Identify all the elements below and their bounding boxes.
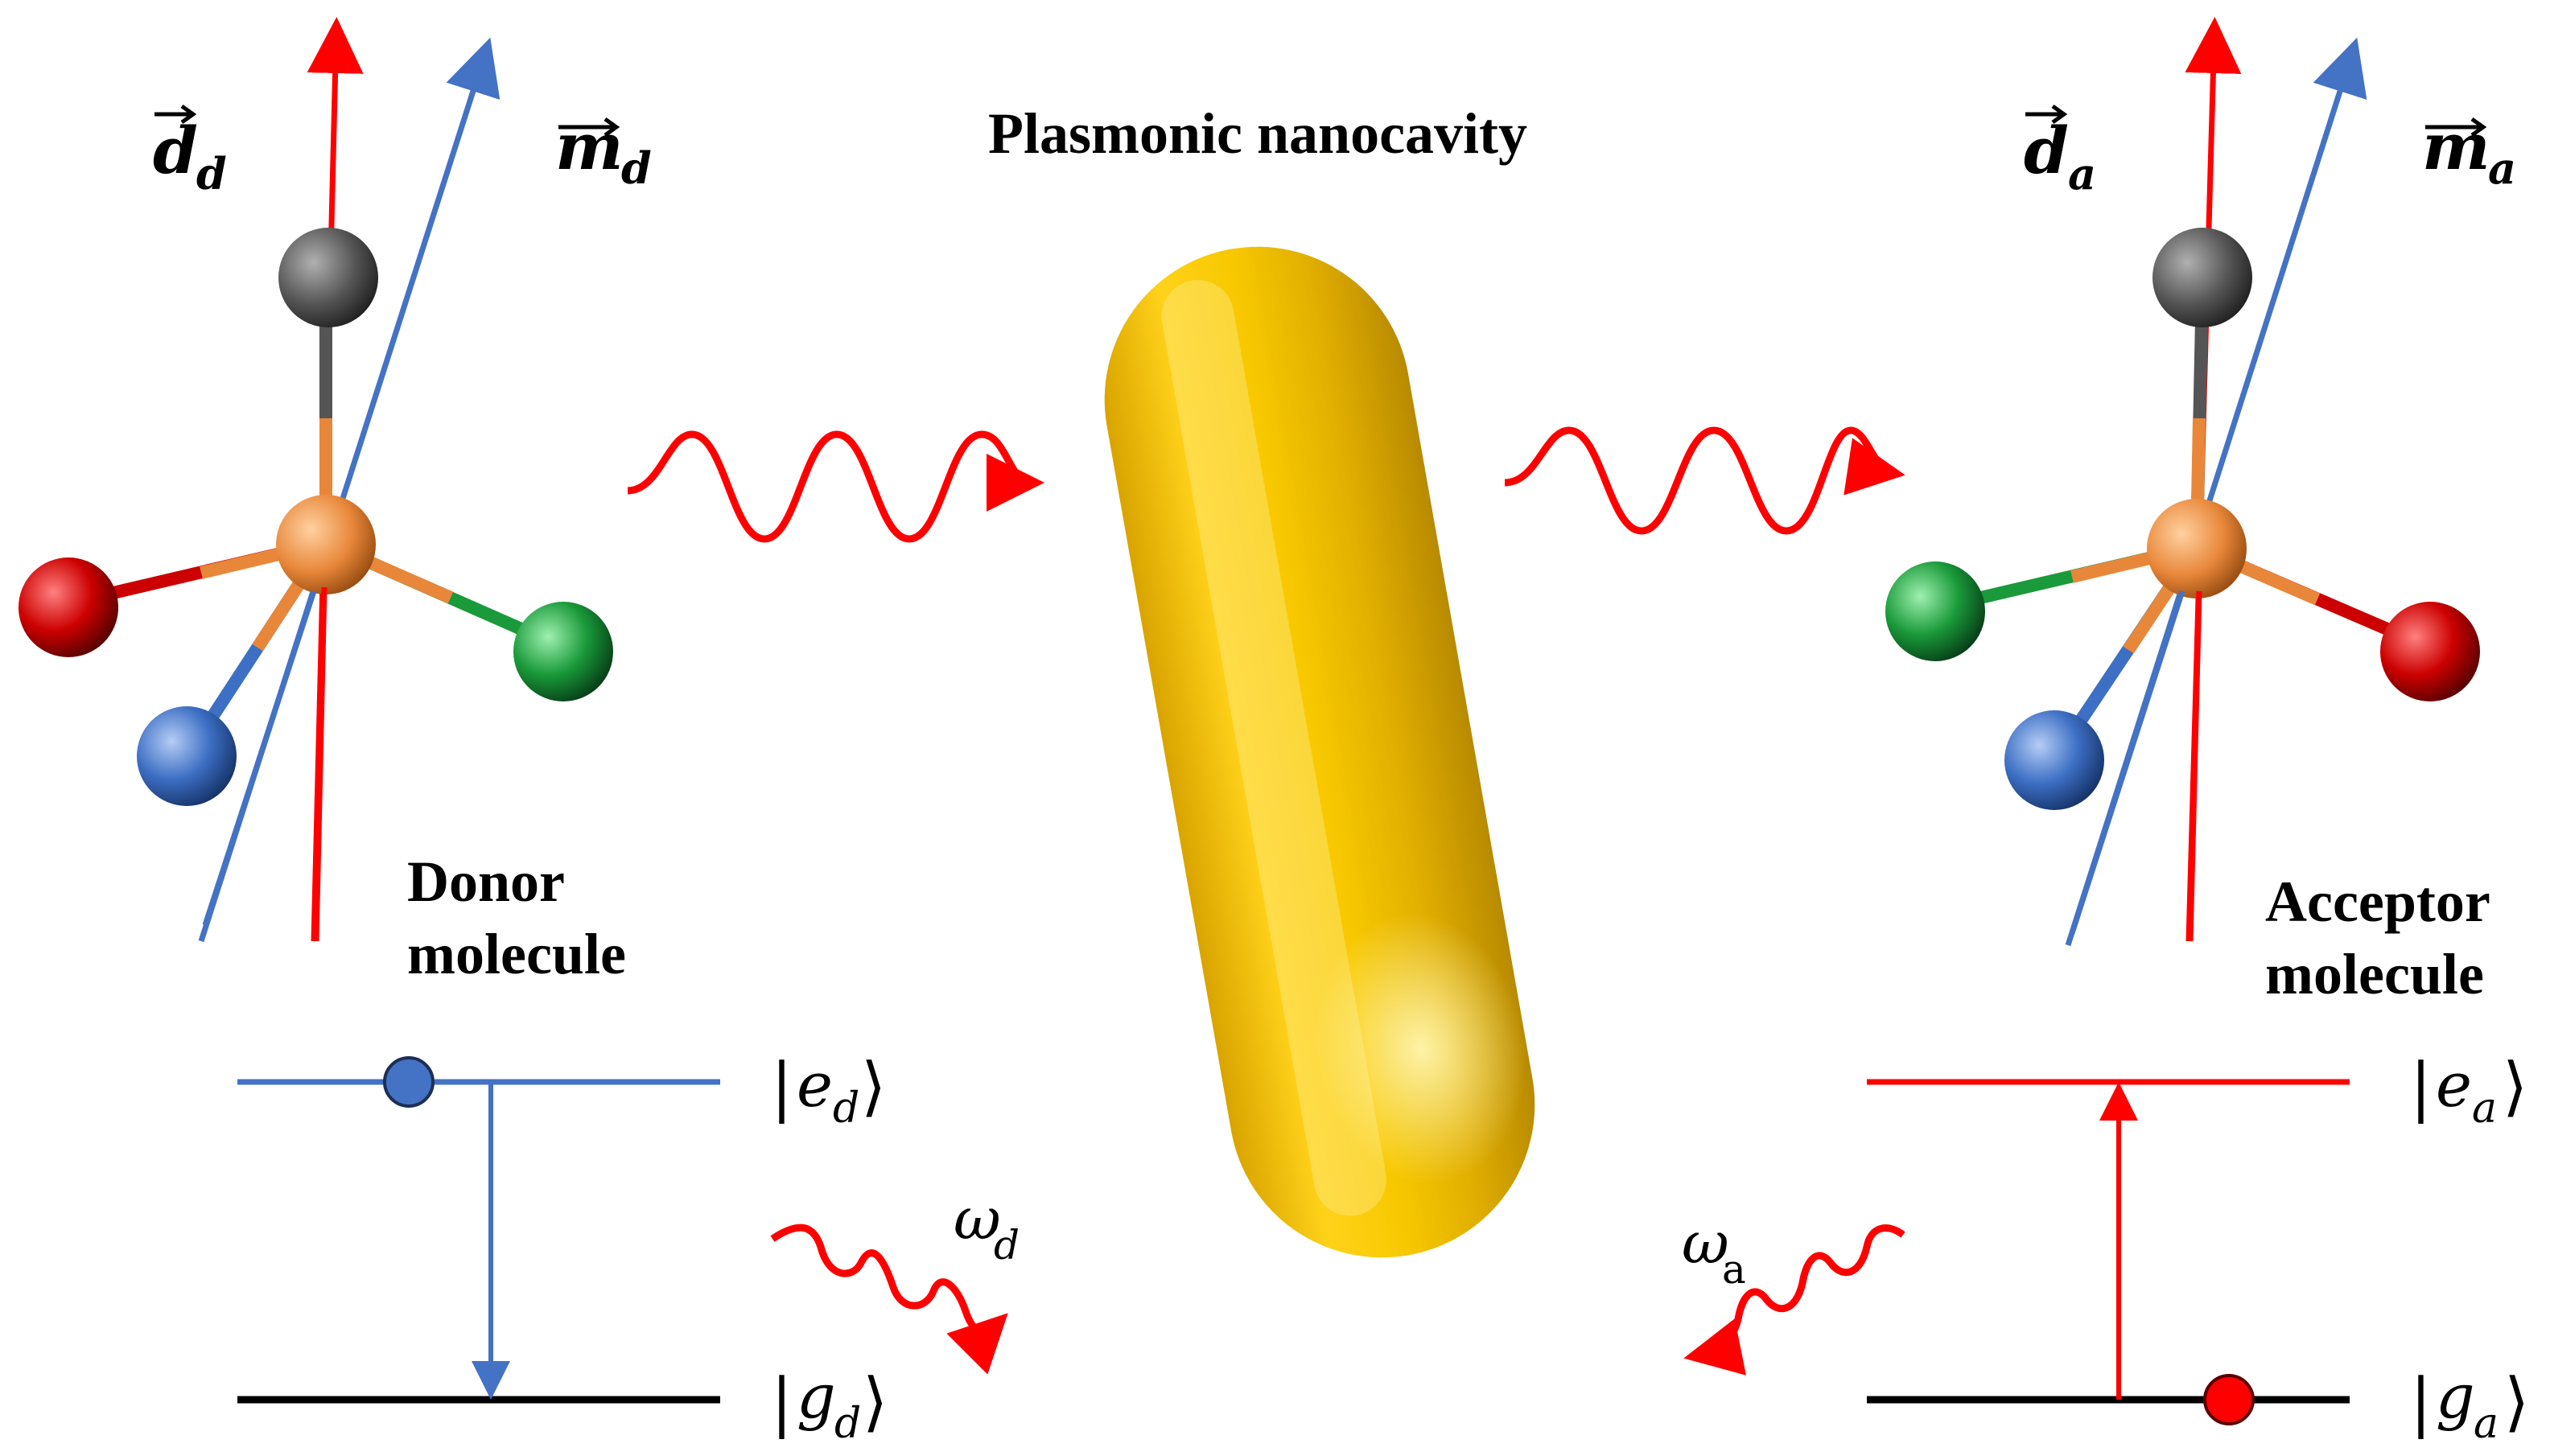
svg-text:a: a bbox=[2474, 1400, 2499, 1448]
svg-text:|: | bbox=[2410, 1364, 2432, 1439]
donor-electric-dipole-front bbox=[313, 586, 328, 942]
donor-emission-label: ω d bbox=[954, 1185, 1020, 1269]
acceptor-absorbed-photon bbox=[1683, 1224, 1905, 1376]
page-title: Plasmonic nanocavity bbox=[988, 101, 1527, 166]
svg-text:ω: ω bbox=[1682, 1209, 1729, 1277]
svg-text:|: | bbox=[2410, 1049, 2432, 1124]
acceptor-absorption-label: ω a bbox=[1682, 1209, 1746, 1293]
svg-text:e: e bbox=[2436, 1049, 2472, 1121]
acceptor-magnetic-dipole-front bbox=[2069, 590, 2185, 935]
donor-atom-center bbox=[276, 495, 376, 594]
svg-text:g: g bbox=[2436, 1360, 2475, 1432]
acceptor-label-line2: molecule bbox=[2265, 942, 2484, 1006]
svg-text:e: e bbox=[797, 1049, 833, 1121]
donor-atom-green bbox=[513, 602, 613, 701]
acceptor-label-line1: Acceptor bbox=[2265, 870, 2490, 934]
svg-text:a: a bbox=[1722, 1246, 1746, 1293]
donor-label-line1: Donor bbox=[407, 849, 565, 914]
svg-text:⟩: ⟩ bbox=[2504, 1364, 2529, 1439]
svg-text:d: d bbox=[834, 1400, 861, 1448]
svg-text:d: d bbox=[153, 113, 198, 188]
plasmonic-nanorod bbox=[1104, 246, 1535, 1258]
svg-text:a: a bbox=[2488, 142, 2516, 194]
svg-text:g: g bbox=[797, 1360, 836, 1432]
donor-atom-blue bbox=[137, 706, 237, 806]
svg-text:a: a bbox=[2068, 148, 2096, 199]
svg-text:⟩: ⟩ bbox=[861, 1049, 886, 1124]
svg-text:ω: ω bbox=[954, 1185, 1001, 1252]
acceptor-atom-blue bbox=[2004, 710, 2104, 810]
svg-text:⟩: ⟩ bbox=[863, 1364, 888, 1439]
donor-electric-dipole-label: d d bbox=[153, 104, 227, 199]
acceptor-magnetic-dipole-label: m a bbox=[2422, 109, 2516, 194]
svg-text:m: m bbox=[2422, 109, 2490, 184]
donor-emitted-photon bbox=[770, 1224, 1008, 1375]
acceptor-energy-levels bbox=[1867, 1079, 2350, 1425]
acceptor-atom-center bbox=[2147, 499, 2247, 598]
acceptor-atom-green bbox=[1885, 561, 1985, 661]
svg-text:|: | bbox=[771, 1364, 793, 1439]
photon-wave-right bbox=[1504, 426, 1905, 535]
svg-text:d: d bbox=[196, 148, 227, 199]
acceptor-electric-dipole-front bbox=[2187, 590, 2202, 942]
svg-text:a: a bbox=[2472, 1084, 2497, 1133]
svg-text:⟩: ⟩ bbox=[2503, 1049, 2527, 1124]
svg-text:m: m bbox=[555, 109, 624, 184]
donor-magnetic-dipole-front bbox=[202, 590, 317, 927]
donor-ground-state-label: | g d ⟩ bbox=[771, 1360, 888, 1448]
acceptor-molecule bbox=[1885, 17, 2480, 947]
donor-atom-gray bbox=[278, 228, 378, 327]
acceptor-excited-state-label: | e a ⟩ bbox=[2410, 1049, 2527, 1133]
svg-text:d: d bbox=[994, 1222, 1020, 1269]
svg-text:d: d bbox=[2024, 113, 2069, 188]
donor-molecule bbox=[19, 17, 613, 943]
acceptor-atom-gray bbox=[2152, 228, 2252, 327]
acceptor-electron bbox=[2203, 1374, 2255, 1425]
svg-text:|: | bbox=[771, 1049, 793, 1124]
donor-atom-red bbox=[19, 557, 118, 657]
svg-text:d: d bbox=[621, 142, 652, 194]
donor-excited-state-label: | e d ⟩ bbox=[771, 1049, 886, 1133]
donor-electron bbox=[383, 1056, 435, 1108]
donor-energy-levels bbox=[237, 1056, 720, 1404]
acceptor-ground-state-label: | g a ⟩ bbox=[2410, 1360, 2529, 1448]
acceptor-electric-dipole-label: d a bbox=[2024, 104, 2096, 199]
acceptor-atom-red bbox=[2380, 602, 2480, 701]
donor-magnetic-dipole-label: m d bbox=[555, 109, 652, 194]
donor-label-line2: molecule bbox=[407, 922, 626, 986]
svg-text:d: d bbox=[833, 1084, 859, 1133]
photon-wave-left bbox=[627, 430, 1044, 543]
